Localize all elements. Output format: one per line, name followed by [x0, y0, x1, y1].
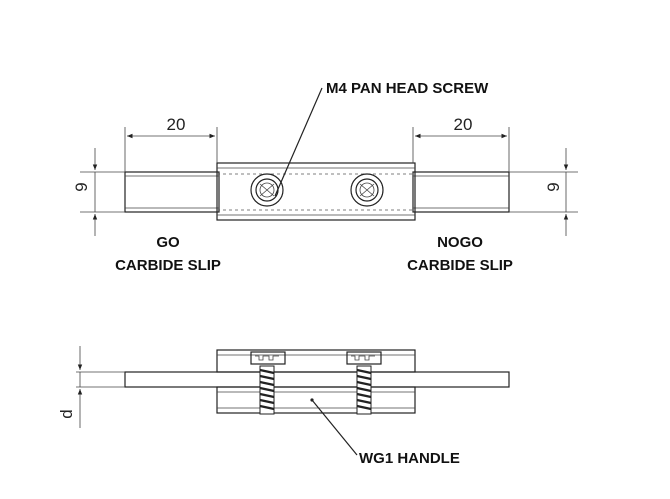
go-label-line2: CARBIDE SLIP: [115, 257, 221, 274]
screw-head-right-icon: [350, 173, 384, 207]
handle-leader: [311, 399, 358, 456]
go-label-line1: GO: [156, 234, 180, 251]
dim-right-length: 20: [454, 115, 473, 134]
dim-right-height: 9: [544, 182, 563, 191]
nogo-carbide-slip-shape: [412, 171, 510, 213]
handle-upper-block: [216, 349, 416, 373]
dim-left-length: 20: [167, 115, 186, 134]
screw-side-left-icon: [250, 351, 286, 415]
handle-top-shape: [216, 162, 416, 221]
handle-lower-block: [216, 386, 416, 414]
go-carbide-slip-shape: [124, 171, 220, 213]
side-view: [76, 346, 510, 456]
dim-left-height: 9: [72, 182, 91, 191]
screw-leader: [274, 87, 323, 197]
dim-side-thickness: d: [57, 409, 76, 418]
handle-label: WG1 HANDLE: [359, 450, 460, 467]
carbide-bar-side-shape: [124, 371, 510, 388]
nogo-label-line1: NOGO: [437, 234, 483, 251]
nogo-label-line2: CARBIDE SLIP: [407, 257, 513, 274]
top-view: [80, 87, 578, 236]
screw-side-right-icon: [346, 351, 382, 415]
screw-label: M4 PAN HEAD SCREW: [326, 80, 489, 97]
